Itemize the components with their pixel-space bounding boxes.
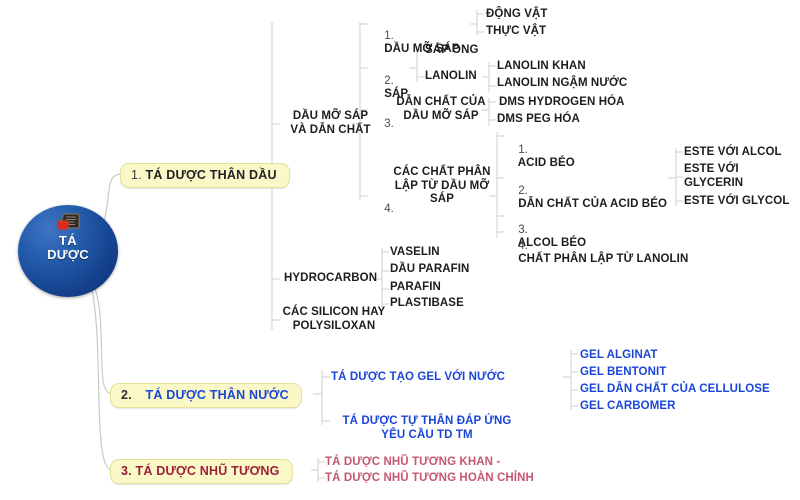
leaf-este-voi-glycol[interactable]: ESTE VỚI GLYCOL — [684, 195, 790, 207]
leaf-nhu-tuong-hoan-chinh[interactable]: TÁ DƯỢC NHŨ TƯƠNG HOÀN CHỈNH — [325, 472, 534, 484]
leaf-gel-dan-chat-cellulose[interactable]: GEL DẪN CHẤT CỦA CELLULOSE — [580, 383, 770, 395]
leaf-nhu-tuong-khan[interactable]: TÁ DƯỢC NHŨ TƯƠNG KHAN - — [325, 456, 501, 468]
leaf-thuc-vat[interactable]: THỰC VẬT — [486, 25, 547, 37]
node-acid-beo-number: 1. — [518, 143, 528, 156]
node-acid-beo[interactable]: 1. ACID BÉO — [505, 130, 575, 184]
node-cac-chat-phan-lap-number: 4. — [371, 189, 394, 230]
leaf-lanolin-khan[interactable]: LANOLIN KHAN — [497, 60, 586, 72]
branch-2-number: 2. — [121, 388, 132, 402]
node-dau-mo-sap-va-dan-chat[interactable]: DẦU MỠ SÁP VÀ DẪN CHẤT — [290, 110, 371, 136]
node-dau-mo-sap-label: DẦU MỠ SÁP — [384, 43, 460, 55]
leaf-gel-bentonit[interactable]: GEL BENTONIT — [580, 366, 667, 378]
branch-1-label: TÁ DƯỢC THÂN DẦU — [145, 168, 277, 182]
node-cac-chat-phan-lap-num: 4. — [384, 202, 394, 215]
central-node-line1: TÁ — [59, 233, 77, 248]
leaf-plastibase[interactable]: PLASTIBASE — [390, 297, 464, 309]
node-dan-chat-cua-dau-mo-sap-number: 3. — [371, 104, 394, 145]
branch-1-number: 1. — [131, 168, 142, 182]
leaf-dms-peg-hoa[interactable]: DMS PEG HÓA — [497, 113, 580, 125]
central-node-line2: DƯỢC — [47, 247, 89, 262]
node-dan-chat-acid-beo-label: DẪN CHẤT CỦA ACID BÉO — [518, 198, 668, 210]
branch-2-node[interactable]: 2. TÁ DƯỢC THÂN NƯỚC — [110, 383, 302, 408]
leaf-gel-carbomer[interactable]: GEL CARBOMER — [580, 400, 676, 412]
leaf-dms-hydrogen-hoa[interactable]: DMS HYDROGEN HÓA — [499, 96, 625, 108]
branch-3-label: TÁ DƯỢC NHŨ TƯƠNG — [135, 464, 280, 478]
node-dan-chat-cua-dau-mo-sap[interactable]: DẪN CHẤT CỦA DẦU MỠ SÁP — [396, 96, 486, 122]
node-sap-ong[interactable]: SÁP ONG — [425, 44, 479, 56]
apple-blackboard-icon — [55, 213, 81, 233]
node-ta-duoc-tu-than[interactable]: TÁ DƯỢC TỰ THÂN ĐÁP ỨNG YÊU CẦU TD TM — [342, 415, 512, 441]
leaf-parafin[interactable]: PARAFIN — [390, 281, 441, 293]
node-sap[interactable]: 2. SÁP — [371, 61, 408, 115]
leaf-dau-parafin[interactable]: DẦU PARAFIN — [390, 263, 470, 275]
node-cac-chat-phan-lap[interactable]: CÁC CHẤT PHÂN LẬP TỪ DẦU MỠ SÁP — [393, 166, 491, 205]
node-dan-chat-acid-beo-number: 2. — [518, 184, 528, 197]
branch-3-number: 3. — [121, 464, 132, 478]
branch-3-node[interactable]: 3. TÁ DƯỢC NHŨ TƯƠNG — [110, 459, 293, 484]
leaf-este-voi-glycerin[interactable]: ESTE VỚI GLYCERIN — [684, 163, 744, 189]
node-dau-mo-sap-number: 1. — [384, 29, 394, 42]
node-dan-chat-number: 3. — [384, 117, 394, 130]
leaf-gel-alginat[interactable]: GEL ALGINAT — [580, 349, 658, 361]
leaf-lanolin-ngam-nuoc[interactable]: LANOLIN NGẬM NƯỚC — [497, 77, 628, 89]
node-alcol-beo[interactable]: 3. ALCOL BÉO — [505, 210, 586, 264]
branch-1-node[interactable]: 1. TÁ DƯỢC THÂN DẦU — [120, 163, 290, 188]
node-alcol-beo-label: ALCOL BÉO — [517, 237, 587, 249]
node-cac-silicon[interactable]: CÁC SILICON HAY POLYSILOXAN — [282, 306, 386, 332]
node-chat-phan-lap-lanolin-label: CHẤT PHÂN LẬP TỪ LANOLIN — [518, 253, 689, 265]
node-dau-mo-sap[interactable]: 1. DẦU MỠ SÁP — [371, 16, 460, 70]
central-node[interactable]: TÁ DƯỢC — [18, 205, 118, 297]
node-acid-beo-label: ACID BÉO — [517, 157, 575, 169]
node-chat-phan-lap-lanolin-number: 4. — [518, 239, 528, 252]
node-ta-duoc-tao-gel[interactable]: TÁ DƯỢC TẠO GEL VỚI NƯỚC — [331, 371, 506, 383]
leaf-dong-vat[interactable]: ĐỘNG VẬT — [486, 8, 548, 20]
leaf-este-voi-alcol[interactable]: ESTE VỚI ALCOL — [684, 146, 782, 158]
leaf-vaselin[interactable]: VASELIN — [390, 246, 440, 258]
node-chat-phan-lap-tu-lanolin[interactable]: 4. CHẤT PHÂN LẬP TỪ LANOLIN — [505, 226, 688, 280]
node-alcol-beo-number: 3. — [518, 223, 528, 236]
branch-2-label: TÁ DƯỢC THÂN NƯỚC — [145, 388, 289, 402]
node-lanolin[interactable]: LANOLIN — [425, 70, 477, 82]
node-hydrocarbon[interactable]: HYDROCARBON — [284, 272, 378, 284]
node-sap-label: SÁP — [384, 88, 409, 100]
central-node-label: TÁ DƯỢC — [47, 234, 89, 262]
node-dan-chat-cua-acid-beo[interactable]: 2. DẪN CHẤT CỦA ACID BÉO — [505, 171, 667, 225]
node-sap-number: 2. — [384, 74, 394, 87]
